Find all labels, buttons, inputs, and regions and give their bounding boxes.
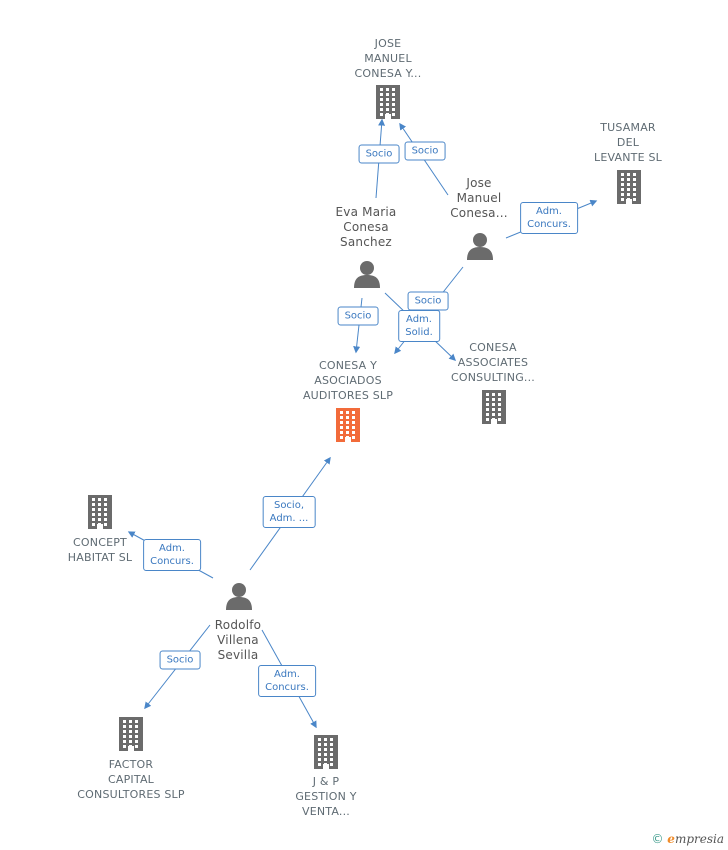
node-label: CONCEPT HABITAT SL	[67, 536, 133, 564]
building-icon	[312, 735, 340, 773]
building-icon	[615, 170, 643, 208]
edge-label-adm-solid[interactable]: Adm. Solid.	[398, 310, 440, 342]
copyright-icon: ©	[651, 832, 664, 846]
building-icon	[374, 85, 402, 123]
edge-label-socio-adm[interactable]: Socio, Adm. ...	[262, 496, 316, 528]
empresia-watermark: © empresia	[651, 832, 724, 846]
node-label: CONESA ASSOCIATES CONSULTING...	[450, 341, 536, 384]
edge-label-socio[interactable]: Socio	[407, 291, 449, 311]
edge-label-adm-concurs[interactable]: Adm. Concurs.	[143, 539, 201, 571]
edge-label-adm-concurs[interactable]: Adm. Concurs.	[520, 202, 578, 234]
edge-label-socio[interactable]: Socio	[358, 144, 400, 164]
edge-label-adm-concurs[interactable]: Adm. Concurs.	[258, 665, 316, 697]
node-label: Rodolfo Villena Sevilla	[214, 618, 262, 662]
node-label: Eva Maria Conesa Sanchez	[335, 205, 397, 249]
node-label: TUSAMAR DEL LEVANTE SL	[594, 121, 662, 164]
node-label: Jose Manuel Conesa...	[450, 176, 508, 220]
node-label: JOSE MANUEL CONESA Y...	[354, 37, 422, 80]
building-icon	[480, 390, 508, 428]
node-label: FACTOR CAPITAL CONSULTORES SLP	[77, 758, 185, 801]
brand-logo: empresia	[667, 832, 724, 846]
edge-label-socio[interactable]: Socio	[159, 650, 201, 670]
building-icon	[117, 717, 145, 755]
person-icon	[466, 232, 494, 264]
person-icon	[353, 260, 381, 292]
building-icon-highlighted	[334, 408, 362, 446]
edge-label-socio[interactable]: Socio	[337, 306, 379, 326]
node-label: CONESA Y ASOCIADOS AUDITORES SLP	[302, 359, 394, 402]
building-icon	[86, 495, 114, 533]
person-icon	[225, 582, 253, 614]
node-label: J & P GESTION Y VENTA...	[295, 775, 357, 818]
edge-label-socio[interactable]: Socio	[404, 141, 446, 161]
